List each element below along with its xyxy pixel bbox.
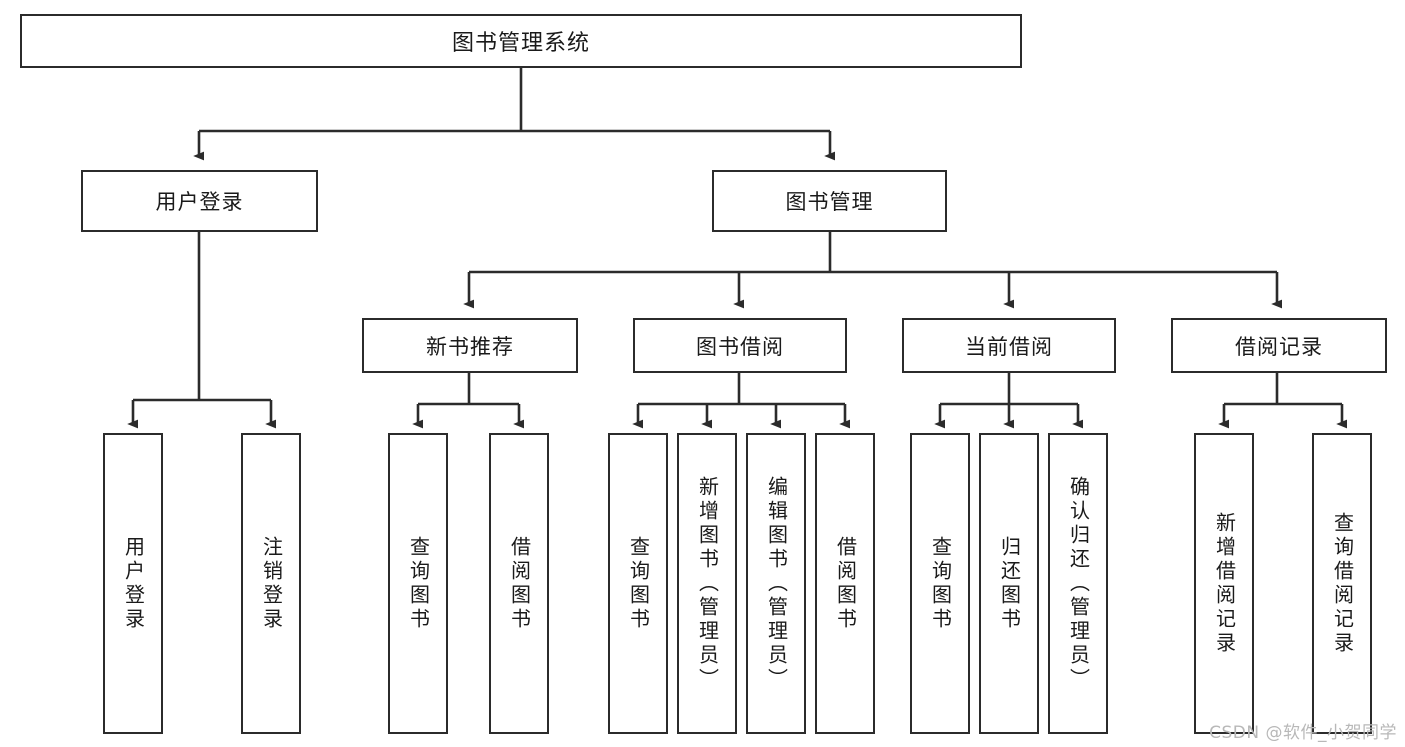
csdn-watermark: CSDN @软件_小贺同学 [1209, 723, 1397, 743]
node-book-management[interactable]: 图书管理 [712, 170, 947, 232]
leaf-newbook-borrow-book-label: 借阅图书 [507, 535, 532, 632]
leaf-currentborrow-return-book-label: 归还图书 [997, 535, 1022, 632]
leaf-currentborrow-confirm-return-label: 确认归还（管理员） [1066, 475, 1091, 692]
leaf-borrowrecord-add-record-label: 新增借阅记录 [1212, 511, 1237, 656]
node-new-book-recommend-label: 新书推荐 [426, 334, 514, 359]
node-user-login[interactable]: 用户登录 [81, 170, 318, 232]
leaf-bookborrow-edit-book-label: 编辑图书（管理员） [764, 475, 789, 692]
node-book-management-label: 图书管理 [785, 190, 874, 214]
leaf-borrowrecord-add-record[interactable]: 新增借阅记录 [1194, 433, 1254, 734]
node-book-borrow[interactable]: 图书借阅 [633, 318, 847, 373]
leaf-bookborrow-query-book-label: 查询图书 [626, 535, 651, 632]
node-root-label: 图书管理系统 [451, 31, 590, 56]
leaf-currentborrow-return-book[interactable]: 归还图书 [979, 433, 1039, 734]
leaf-user-login[interactable]: 用户登录 [103, 433, 163, 734]
leaf-logout[interactable]: 注销登录 [241, 433, 301, 734]
node-user-login-label: 用户登录 [155, 190, 244, 214]
leaf-borrowrecord-query-record-label: 查询借阅记录 [1330, 511, 1355, 656]
leaf-bookborrow-borrow-book-label: 借阅图书 [833, 535, 858, 632]
node-borrow-record[interactable]: 借阅记录 [1171, 318, 1387, 373]
node-book-borrow-label: 图书借阅 [696, 334, 784, 359]
leaf-newbook-borrow-book[interactable]: 借阅图书 [489, 433, 549, 734]
leaf-bookborrow-add-book[interactable]: 新增图书（管理员） [677, 433, 737, 734]
leaf-borrowrecord-query-record[interactable]: 查询借阅记录 [1312, 433, 1372, 734]
node-new-book-recommend[interactable]: 新书推荐 [362, 318, 578, 373]
node-borrow-record-label: 借阅记录 [1235, 334, 1323, 359]
leaf-bookborrow-add-book-label: 新增图书（管理员） [695, 475, 720, 692]
leaf-newbook-query-book-label: 查询图书 [406, 535, 431, 632]
node-current-borrow-label: 当前借阅 [965, 334, 1053, 359]
leaf-user-login-label: 用户登录 [121, 535, 146, 632]
leaf-bookborrow-query-book[interactable]: 查询图书 [608, 433, 668, 734]
leaf-newbook-query-book[interactable]: 查询图书 [388, 433, 448, 734]
leaf-currentborrow-query-book-label: 查询图书 [928, 535, 953, 632]
leaf-currentborrow-confirm-return[interactable]: 确认归还（管理员） [1048, 433, 1108, 734]
leaf-bookborrow-edit-book[interactable]: 编辑图书（管理员） [746, 433, 806, 734]
leaf-currentborrow-query-book[interactable]: 查询图书 [910, 433, 970, 734]
node-root[interactable]: 图书管理系统 [20, 14, 1022, 68]
node-current-borrow[interactable]: 当前借阅 [902, 318, 1116, 373]
leaf-bookborrow-borrow-book[interactable]: 借阅图书 [815, 433, 875, 734]
leaf-logout-label: 注销登录 [259, 535, 284, 632]
